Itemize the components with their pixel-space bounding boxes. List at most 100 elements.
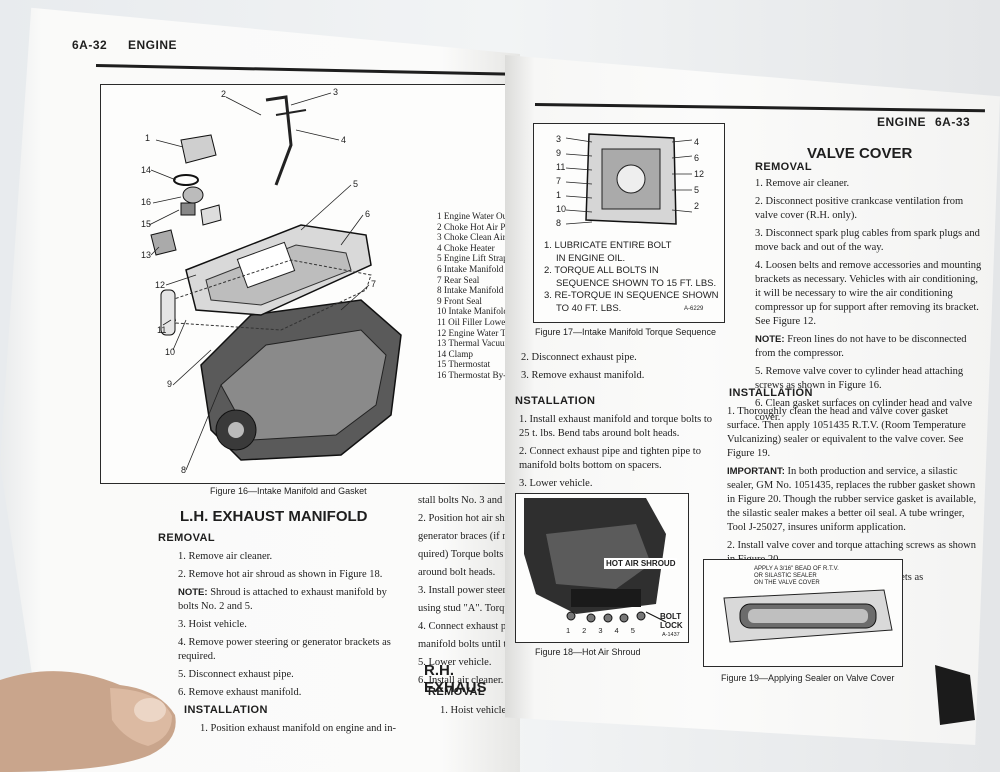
- fig17-callout: 11: [556, 162, 566, 172]
- manifold-torque-diagram: [565, 133, 693, 225]
- removal-note: NOTE: Freon lines do not have to be disc…: [755, 333, 985, 361]
- install-line: quired) Torque bolts to 25: [418, 549, 520, 560]
- fig16-callout-1: 1: [145, 133, 151, 143]
- install-line: around bolt heads.: [418, 567, 496, 578]
- fig17-callout: 8: [556, 218, 562, 228]
- vc-removal-heading: REMOVAL: [755, 161, 812, 173]
- fig16-callout-15: 15: [141, 219, 152, 229]
- removal-step: 1. Remove air cleaner.: [178, 551, 273, 562]
- fig16-callout-8: 8: [181, 465, 187, 475]
- important-text: In both production and service, a silast…: [727, 466, 977, 533]
- removal-step: 3. Hoist vehicle.: [178, 619, 247, 630]
- fig17-note: 2. TORQUE ALL BOLTS IN: [544, 265, 659, 276]
- legend-item: 12 Engine Water Temperature: [437, 327, 520, 338]
- fig18-bolt-numbers: 1 2 3 4 5: [566, 626, 635, 635]
- bolt-number: 5: [630, 626, 635, 635]
- label-bolt: BOLT: [660, 612, 682, 621]
- install-step: 1. Install exhaust manifold and torque b…: [519, 414, 713, 439]
- removal-step: 5. Disconnect exhaust pipe.: [178, 669, 294, 680]
- lh-removal-heading: REMOVAL: [158, 532, 215, 544]
- right-page: ENGINE 6A-33 3 9 1: [505, 55, 1000, 745]
- right-page-number: 6A-33: [935, 115, 971, 129]
- removal-note: NOTE: Shroud is attached to exhaust mani…: [178, 586, 403, 614]
- legend-item: 7 Rear Seal: [437, 274, 480, 285]
- note-label: NOTE:: [755, 334, 785, 345]
- fig16-callout-3: 3: [333, 87, 339, 97]
- removal-step: 5. Remove valve cover to cylinder head a…: [755, 366, 964, 391]
- fig19-note-line: ON THE VALVE COVER: [754, 580, 820, 586]
- legend-item: 5 Engine Lift Strap: [437, 253, 508, 264]
- fig17-notes: 1. LUBRICATE ENTIRE BOLT IN ENGINE OIL. …: [544, 240, 719, 315]
- install-line: 3. Install power steering: [418, 585, 520, 596]
- figure16-frame: 1 2 3 4 5 6 7 8 9 10 11 12 13 14 15 16 1…: [100, 84, 520, 484]
- lh-exhaust-title: L.H. EXHAUST MANIFOLD: [180, 508, 368, 525]
- fig17-code: A-6229: [684, 306, 704, 312]
- fig16-callout-12: 12: [155, 280, 166, 290]
- legend-item: 14 Clamp: [437, 348, 473, 359]
- removal-step: 2. Remove hot air shroud as shown in Fig…: [178, 569, 383, 580]
- install-line: 4. Connect exhaust pipe: [418, 621, 519, 632]
- right-section-title: ENGINE: [877, 115, 927, 129]
- fig17-note: TO 40 FT. LBS.: [556, 302, 622, 314]
- lh-installation-heading: INSTALLATION: [184, 704, 268, 716]
- label-bolt-lock: BOLT LOCK: [660, 612, 683, 630]
- removal-step: 4. Remove power steering or generator br…: [178, 637, 391, 662]
- removal-step: 3. Disconnect spark plug cables from spa…: [755, 228, 980, 253]
- rh-removal-heading: REMOVAL: [428, 686, 485, 698]
- lh-install-continued: stall bolts No. 3 and 4 finger tig 2. Po…: [418, 494, 520, 692]
- fig16-callout-2: 2: [221, 89, 227, 99]
- removal-step: 4. Loosen belts and remove accessories a…: [755, 260, 982, 327]
- lh-removal-steps: 1. Remove air cleaner. 2. Remove hot air…: [178, 550, 403, 704]
- legend-item: 3 Choke Clean Air Pipe: [437, 232, 520, 243]
- fig17-callout: 12: [694, 169, 705, 179]
- hot-air-shroud-photo: [524, 498, 667, 623]
- bolt-number: 2: [582, 626, 587, 635]
- fig16-callout-5: 5: [353, 179, 359, 189]
- legend-item: 15 Thermostat: [437, 359, 491, 370]
- valve-cover-title: VALVE COVER: [807, 145, 913, 162]
- install-line: using stud "A". Torque to: [418, 603, 520, 614]
- fig16-callout-11: 11: [157, 325, 167, 335]
- fig18-code: A-1437: [662, 632, 680, 638]
- legend-item: 1 Engine Water Outlet: [437, 211, 520, 221]
- figure19-caption: Figure 19—Applying Sealer on Valve Cover: [721, 673, 895, 683]
- right-header-rule: [534, 103, 985, 113]
- install-step: 1. Thoroughly clean the head and valve c…: [727, 406, 966, 459]
- vc-removal-steps: 1. Remove air cleaner. 2. Disconnect pos…: [755, 177, 985, 429]
- label-hot-air-shroud: HOT AIR SHROUD: [604, 558, 678, 569]
- fig19-note-line: OR SILASTIC SEALER: [754, 573, 817, 579]
- left-page-number: 6A-32: [72, 38, 108, 52]
- fig16-callout-13: 13: [141, 250, 152, 260]
- removal-step: 6. Clean gasket surfaces on cylinder hea…: [755, 398, 973, 423]
- removal-step: 3. Remove exhaust manifold.: [521, 370, 645, 381]
- figure18-caption: Figure 18—Hot Air Shroud: [535, 647, 641, 657]
- fig17-right-callouts: 4 6 12 5 2: [694, 134, 704, 214]
- legend-item: 16 Thermostat By-Pass Ho: [437, 369, 520, 380]
- fig16-callout-6: 6: [365, 209, 371, 219]
- fig17-note: 3. RE-TORQUE IN SEQUENCE SHOWN: [544, 290, 719, 301]
- install-line: 2. Position hot air shroud: [418, 513, 520, 524]
- hand-thumb: [0, 671, 176, 772]
- figure17-caption: Figure 17—Intake Manifold Torque Sequenc…: [535, 327, 716, 337]
- rh-exhaust-title: R.H. EXHAUS: [424, 662, 487, 696]
- rh-installation-heading: NSTALLATION: [515, 395, 596, 407]
- lh-installation-step: 1. Position exhaust manifold on engine a…: [200, 723, 396, 734]
- install-line: generator braces (if required): [418, 531, 520, 542]
- legend-item: 13 Thermal Vacuum Switch: [437, 338, 520, 349]
- note-text: Freon lines do not have to be disconnect…: [755, 334, 967, 359]
- bolt-number: 3: [598, 626, 603, 635]
- figure19-frame: APPLY A 3/16" BEAD OF R.T.V. OR SILASTIC…: [703, 559, 903, 667]
- bolt-number: 1: [566, 626, 571, 635]
- rh-installation-steps: 1. Install exhaust manifold and torque b…: [519, 413, 724, 495]
- figure16-caption: Figure 16—Intake Manifold and Gasket: [210, 486, 367, 496]
- fig17-callout: 3: [556, 134, 562, 144]
- fig17-callout: 1: [556, 190, 562, 200]
- fig16-callout-14: 14: [141, 165, 152, 175]
- fig16-callout-16: 16: [141, 197, 152, 207]
- install-line: stall bolts No. 3 and 4 finger tig: [418, 495, 520, 506]
- label-lock: LOCK: [660, 621, 683, 630]
- fig16-callout-4: 4: [341, 135, 347, 145]
- engine-exploded-illustration: [148, 92, 402, 471]
- note-label: NOTE:: [178, 587, 208, 598]
- legend-item: 11 Oil Filler Lower Tube: [437, 316, 520, 327]
